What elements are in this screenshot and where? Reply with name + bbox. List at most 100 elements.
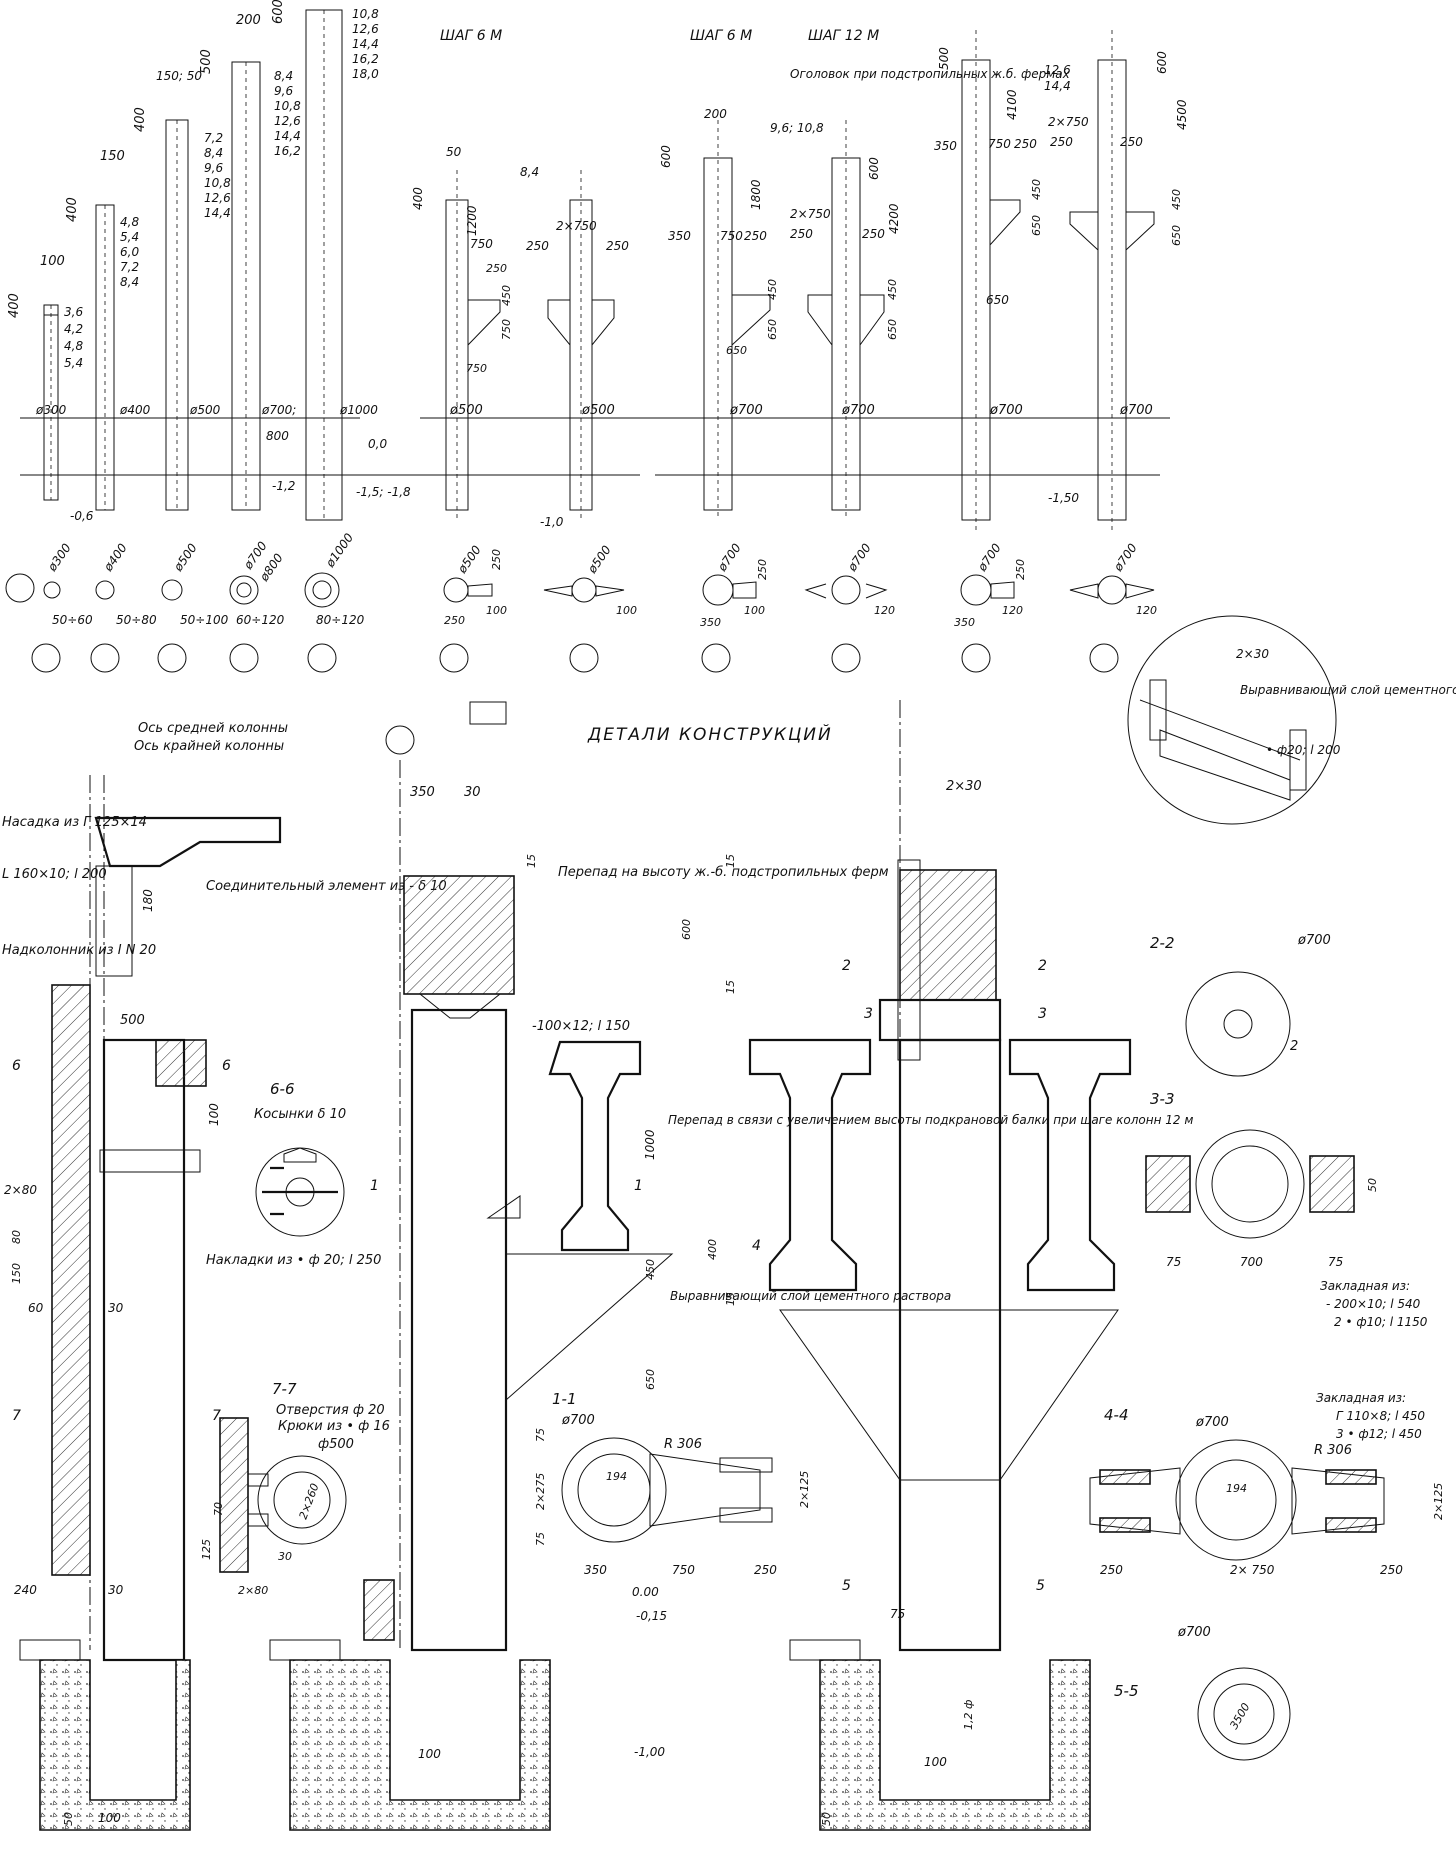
mid-d450: 450 — [644, 1259, 657, 1280]
mid-d350: 350 — [410, 785, 435, 800]
right-d2x30: 2×30 — [946, 779, 982, 794]
pillar-4-top-w: 200 — [236, 13, 261, 28]
base-100: 100 — [98, 1811, 121, 1825]
right-1-2d: 1,2 ф — [962, 1700, 975, 1730]
col-c-h2: 1800 — [749, 179, 763, 210]
col-a-d3: 750 — [500, 319, 513, 340]
mid-crane-beam — [548, 1040, 642, 1252]
col-e-bottom: -1,50 — [1048, 491, 1079, 505]
sec33-zakl1: - 200×10; l 540 — [1326, 1297, 1421, 1311]
col-c-d3: 450 — [766, 279, 779, 300]
kosynki-label: Косынки δ 10 — [254, 1107, 346, 1122]
col-e-sect-h: 250 — [1014, 559, 1027, 580]
sec77-2x80: 2×80 — [238, 1584, 268, 1597]
right-base100: 100 — [924, 1755, 947, 1769]
sect-2-dim: 50÷80 — [116, 613, 157, 627]
col-d-d0: 2×750 — [790, 207, 831, 221]
pillar-4-h4: 14,4 — [274, 129, 301, 143]
mid-foundation — [289, 1659, 551, 1831]
pillar-2-h2: 6,0 — [120, 245, 139, 259]
perepad1: Перепад на высоту ж.-б. подстропильных ф… — [558, 865, 889, 880]
right-foundation — [819, 1659, 1091, 1831]
pillar-4-dia: ø700; — [261, 403, 296, 417]
col-c-sect-w: 350 — [700, 616, 721, 629]
pillar-3-h0: 7,2 — [204, 131, 223, 145]
pillar-4-dia2: 800 — [266, 429, 289, 443]
col-a-dia: ø500 — [449, 403, 483, 418]
edge-column — [102, 1038, 186, 1662]
right-crane-beam-1 — [748, 1038, 872, 1292]
col-a-top: 8,4 — [520, 165, 539, 179]
nasadka-label: Насадка из Г 125×14 — [2, 815, 147, 830]
right-sec3-left: 3 — [864, 1006, 873, 1022]
sec44-250b: 250 — [1380, 1563, 1403, 1577]
nadkolonnik-label: Надколонник из I N 20 — [2, 943, 156, 958]
step-6m-b: ШАГ 6 М — [690, 28, 752, 44]
detail-layer: Выравнивающий слой цементного раствора 1… — [1240, 683, 1456, 697]
col-d-sect-dia: ø700 — [844, 541, 874, 575]
sec33-zakl: Закладная из: — [1320, 1279, 1410, 1293]
sec33-700: 700 — [1240, 1255, 1263, 1269]
detail-2x30: 2×30 — [1236, 647, 1269, 661]
sec66-title: 6-6 — [270, 1080, 295, 1098]
step-12m: ШАГ 12 М — [808, 28, 879, 44]
sec11-350: 350 — [584, 1563, 607, 1577]
col-a-d1: 250 — [486, 262, 507, 275]
axis-mid: Ось средней колонны — [138, 721, 288, 736]
sec44-194: 194 — [1226, 1482, 1247, 1495]
pillar-1-h0: 3,6 — [64, 305, 83, 319]
col-a-h1: 400 — [411, 187, 425, 210]
sect-5-dia: ø1000 — [322, 530, 356, 570]
pillar-3-h1: 8,4 — [204, 146, 223, 160]
sect-3-dia: ø500 — [170, 541, 200, 575]
pillar-1-h2: 4,8 — [64, 339, 83, 353]
col-c-top: 9,6; 10,8 — [770, 121, 824, 135]
sec44-dia: ø700 — [1195, 1415, 1229, 1430]
pillar-5-h0: 10,8 — [352, 7, 379, 21]
col-c-sect-h: 250 — [756, 559, 769, 580]
sec11-750: 750 — [672, 1563, 695, 1577]
pillar-2-h0: 4,8 — [120, 215, 139, 229]
mid-sec1-right: 1 — [634, 1178, 643, 1194]
sect-4-dim: 60÷120 — [236, 613, 285, 627]
detail-bar: • ф20; l 200 — [1266, 743, 1341, 757]
level-000: 0.00 — [632, 1585, 659, 1599]
right-d15b: 15 — [724, 980, 737, 994]
sec44-r: R 306 — [1314, 1443, 1352, 1458]
wall-panel — [51, 984, 91, 1576]
sec11-2x125: 2×125 — [798, 1471, 811, 1508]
section-7-right: 7 — [212, 1408, 221, 1424]
col-e-sect-b: 120 — [1002, 604, 1023, 617]
dim-30b: 30 — [108, 1583, 124, 1597]
cap-note: Оголовок при подстропильных ж.б. фермах — [790, 67, 1071, 81]
col-f-dia: ø700 — [1119, 403, 1153, 418]
perepad2: Перепад в связи с увеличением высоты под… — [668, 1113, 1193, 1127]
col-b-dia: ø500 — [581, 403, 615, 418]
col-f-d1: 250 — [1050, 135, 1073, 149]
mid-plate: -100×12; l 150 — [532, 1019, 630, 1034]
col-c-d2: 250 — [744, 229, 767, 243]
col-d-d6: 650 — [886, 319, 899, 340]
sec44-2x125: 2×125 — [1432, 1483, 1445, 1520]
mid-d15: 15 — [525, 854, 538, 868]
mid-cap — [403, 875, 515, 995]
sec33-title: 3-3 — [1150, 1090, 1175, 1108]
sec77-70: 70 — [212, 1502, 225, 1516]
col-e-top-h: 500 — [937, 47, 951, 70]
col-e-d0: 350 — [934, 139, 957, 153]
col-c-top-w: 200 — [704, 107, 727, 121]
pillar-row: 400 100 3,6 4,2 4,8 5,4 ø300 -0,6 400 15… — [7, 0, 1160, 523]
col-e-d1: 750 — [988, 137, 1011, 151]
col-c-d0: 350 — [668, 229, 691, 243]
mid-d1000: 1000 — [643, 1129, 657, 1160]
pillar-3-h2: 9,6 — [204, 161, 223, 175]
right-sec2-right: 2 — [1038, 958, 1047, 974]
connector-label: Соединительный элемент из - δ 10 — [206, 879, 447, 894]
section-7-7: 7-7 Отверстия ф 20 Крюки из • ф 16 ф500 … — [200, 1380, 390, 1597]
pillar-2-h3: 7,2 — [120, 260, 139, 274]
pillar-2-h1: 5,4 — [120, 230, 139, 244]
pillar-2-top-h: 400 — [65, 197, 80, 222]
mid-sec4: 4 — [752, 1238, 761, 1254]
base-50: 50 — [62, 1812, 75, 1826]
